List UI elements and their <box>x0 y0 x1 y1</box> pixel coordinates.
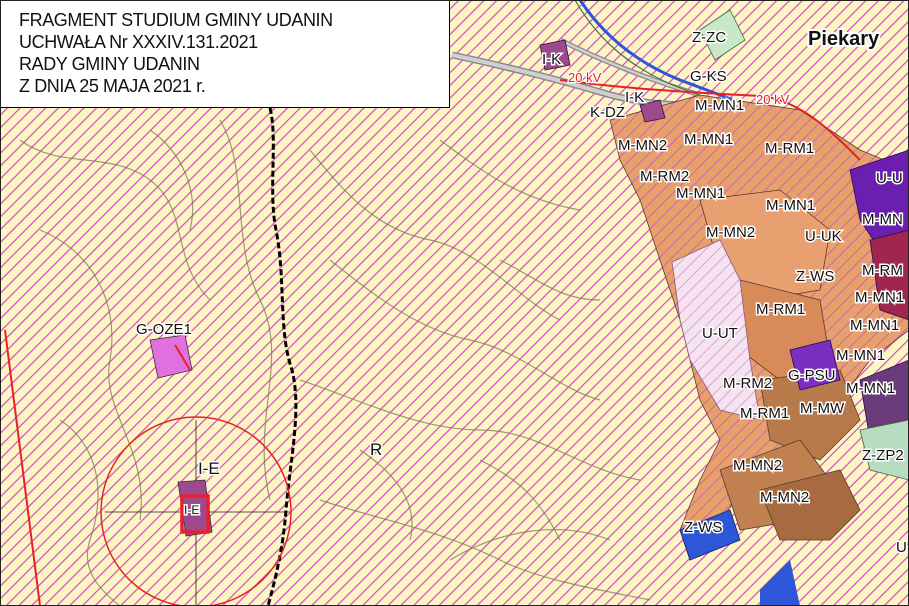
voltage-label-1: 20 kV <box>568 70 602 85</box>
label-m-mn1-b: M-MN1 <box>684 131 733 148</box>
label-m-rm1-a: M-RM1 <box>765 140 814 157</box>
label-m-mn1-f: M-MN1 <box>836 347 885 364</box>
title-line-1: FRAGMENT STUDIUM GMINY UDANIN <box>19 10 333 30</box>
label-m-rm: M-RM <box>862 262 903 279</box>
z-zp2-zone <box>859 419 909 481</box>
i-e-highlight <box>180 494 210 534</box>
contour-lines <box>19 119 651 606</box>
label-i-k-2: I-K <box>625 89 644 106</box>
blue-zone-bottom <box>760 560 800 606</box>
z-zc-zone <box>699 9 746 61</box>
map-title-box: FRAGMENT STUDIUM GMINY UDANIN UCHWAŁA Nr… <box>0 0 450 108</box>
title-line-2: UCHWAŁA Nr XXXIV.131.2021 <box>19 32 258 52</box>
voltage-label-2: 20 kV <box>756 92 790 107</box>
focus-circle <box>100 416 292 606</box>
title-line-4: Z DNIA 25 MAJA 2021 r. <box>19 76 206 96</box>
label-m-mn1-d: M-MN1 <box>766 197 815 214</box>
label-m-rm2-a: M-RM2 <box>640 168 689 185</box>
label-m-rm2-b: M-RM2 <box>723 375 772 392</box>
infrastructure-zones <box>539 39 909 441</box>
label-z-zc: Z-ZC <box>692 29 726 46</box>
label-r: R <box>370 440 382 459</box>
label-m-mn2-c: M-MN2 <box>733 457 782 474</box>
title-line-3: RADY GMINY UDANIN <box>19 54 200 74</box>
label-m-mn2-d: M-MN2 <box>760 489 809 506</box>
power-lines <box>4 79 861 606</box>
label-g-ks: G-KS <box>690 68 727 85</box>
label-i-e-big: I-E <box>198 459 220 478</box>
label-k-dz: K-DZ <box>590 104 625 121</box>
label-m-rm1-b: M-RM1 <box>756 301 805 318</box>
label-z-ws-a: Z-WS <box>796 268 834 285</box>
label-g-oze1: G-OZE1 <box>136 321 192 338</box>
label-m-mn2-b: M-MN2 <box>706 224 755 241</box>
u-ut-zone <box>671 239 761 421</box>
label-m-mn1-e: M-MN1 <box>850 317 899 334</box>
label-u-edge: U <box>896 539 907 556</box>
label-i-e-small: I-E <box>184 503 199 517</box>
label-u-uk: U-UK <box>805 228 842 245</box>
administrative-boundary <box>266 107 298 606</box>
place-piekary: Piekary <box>808 28 880 50</box>
label-m-mn1-c: M-MN1 <box>676 185 725 202</box>
z-ws-zone <box>679 509 741 561</box>
label-m-mn: M-MN <box>862 211 903 228</box>
label-i-k-1: I-K <box>542 51 561 68</box>
label-m-mn2-a: M-MN2 <box>618 137 667 154</box>
label-m-mn1-g: M-MN1 <box>846 380 895 397</box>
label-m-mn1-h: M-MN1 <box>855 289 904 306</box>
label-g-psu: G-PSU <box>788 367 836 384</box>
g-oze1-zone <box>149 334 193 379</box>
label-z-ws-b: Z-WS <box>684 519 722 536</box>
label-u-u: U-U <box>876 170 903 187</box>
label-u-ut: U-UT <box>702 325 738 342</box>
label-m-mn1-a: M-MN1 <box>695 97 744 114</box>
label-m-rm1-c: M-RM1 <box>740 405 789 422</box>
label-m-mw: M-MW <box>800 400 845 417</box>
label-z-zp2: Z-ZP2 <box>862 447 904 464</box>
